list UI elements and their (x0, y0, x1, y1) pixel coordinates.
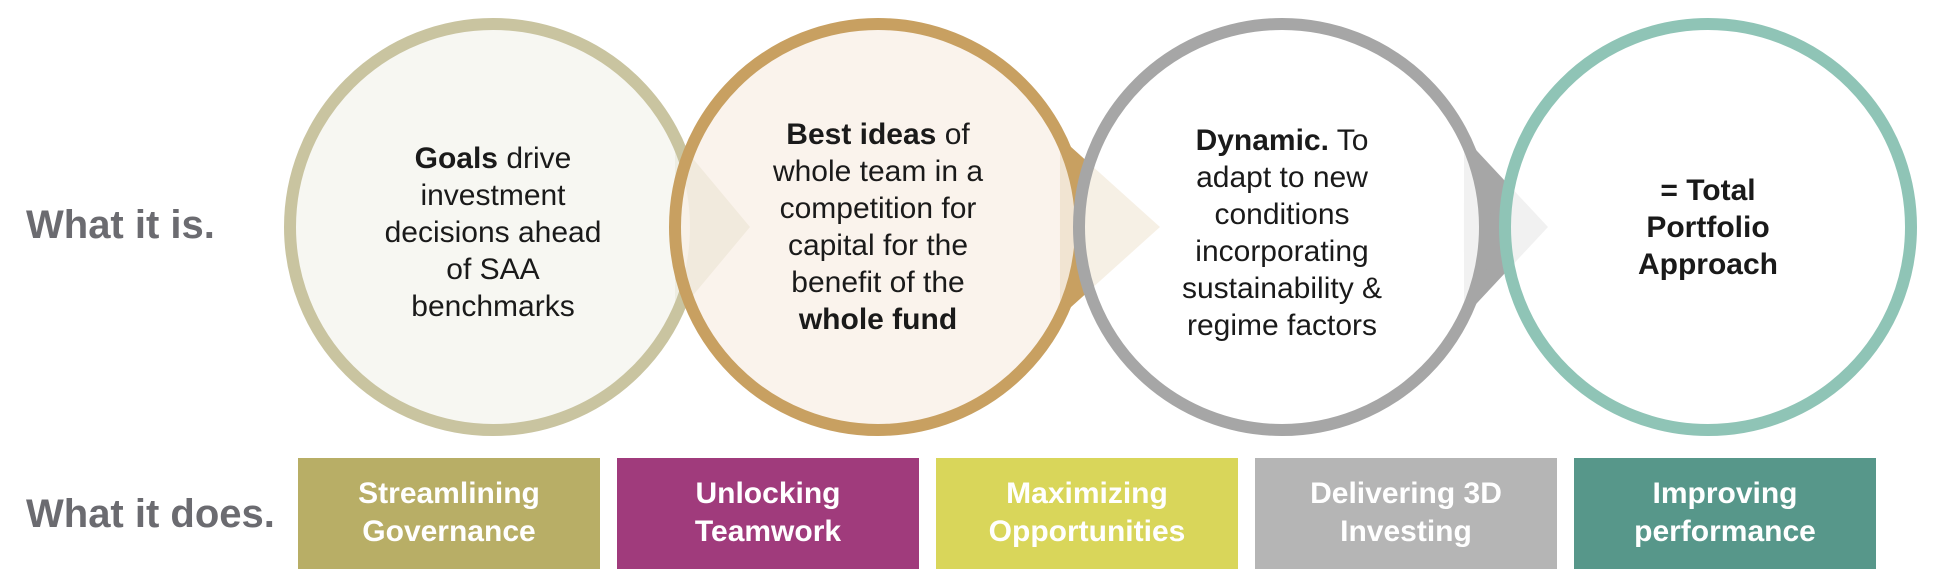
dynamic-text: Dynamic. To adapt to new conditions incorpo… (1182, 124, 1382, 342)
circles-flow: Goals drive investment decisions ahead of S… (284, 18, 1917, 436)
dynamic-circle (1073, 18, 1491, 436)
total-portfolio-text-segment: = Total (1660, 174, 1755, 207)
dynamic-text-segment: Dynamic. (1196, 124, 1329, 157)
goals-text-segment: drive (498, 142, 571, 175)
goals-text-segment: investment (420, 179, 566, 212)
goals-text-segment: of SAA (446, 253, 539, 286)
streamlining-governance-label-line: Governance (362, 515, 535, 548)
maximizing-opportunities-label-line: Opportunities (989, 515, 1186, 548)
streamlining-governance-label-line: Streamlining (358, 477, 540, 510)
goals-text-segment: decisions ahead (385, 216, 602, 249)
improving-performance-box (1574, 458, 1876, 569)
dynamic-text-segment: incorporating (1195, 235, 1368, 268)
dynamic-text-segment: adapt to new (1196, 161, 1368, 194)
total-portfolio-text-segment: Approach (1638, 248, 1778, 281)
best-ideas-circle (669, 18, 1087, 436)
goals-text-segment: Goals (415, 142, 498, 175)
best-ideas-text-segment: competition for (780, 192, 977, 225)
best-ideas-text-segment: capital for the (788, 229, 968, 262)
goals-text-segment: benchmarks (411, 290, 574, 323)
dynamic-text-segment: conditions (1214, 198, 1349, 231)
dynamic-text-segment: sustainability & (1182, 272, 1382, 305)
delivering-3d-investing-box (1255, 458, 1557, 569)
total-portfolio-text-segment: Portfolio (1646, 211, 1769, 244)
maximizing-opportunities-label-line: Maximizing (1006, 477, 1168, 510)
dynamic-text-segment: To (1329, 124, 1368, 157)
total-portfolio-circle (1499, 18, 1917, 436)
delivering-3d-investing-label-line: Delivering 3D (1310, 477, 1502, 510)
streamlining-governance-box (298, 458, 600, 569)
best-ideas-text-segment: benefit of the (791, 266, 964, 299)
delivering-3d-investing-label-line: Investing (1340, 515, 1472, 548)
goals-text: Goals drive investment decisions ahead of S… (385, 142, 602, 323)
best-ideas-text-segment: Best ideas (786, 118, 936, 151)
improving-performance-label-line: performance (1634, 515, 1816, 548)
dynamic-text-segment: regime factors (1187, 309, 1377, 342)
best-ideas-text-segment: whole fund (798, 303, 957, 336)
maximizing-opportunities-box (936, 458, 1238, 569)
what-it-does-label: What it does. (26, 492, 275, 536)
delivering-3d-investing-label: Delivering 3D Investing (1310, 477, 1502, 548)
improving-performance-label-line: Improving (1652, 477, 1797, 510)
best-ideas-text-segment: whole team in a (772, 155, 983, 188)
unlocking-teamwork-label-line: Teamwork (695, 515, 841, 548)
unlocking-teamwork-label-line: Unlocking (695, 477, 840, 510)
unlocking-teamwork-box (617, 458, 919, 569)
best-ideas-text: Best ideas of whole team in a competition … (772, 118, 983, 336)
improving-performance-label: Improving performance (1634, 477, 1816, 548)
what-it-is-label: What it is. (26, 203, 215, 247)
best-ideas-text-segment: of (936, 118, 970, 151)
